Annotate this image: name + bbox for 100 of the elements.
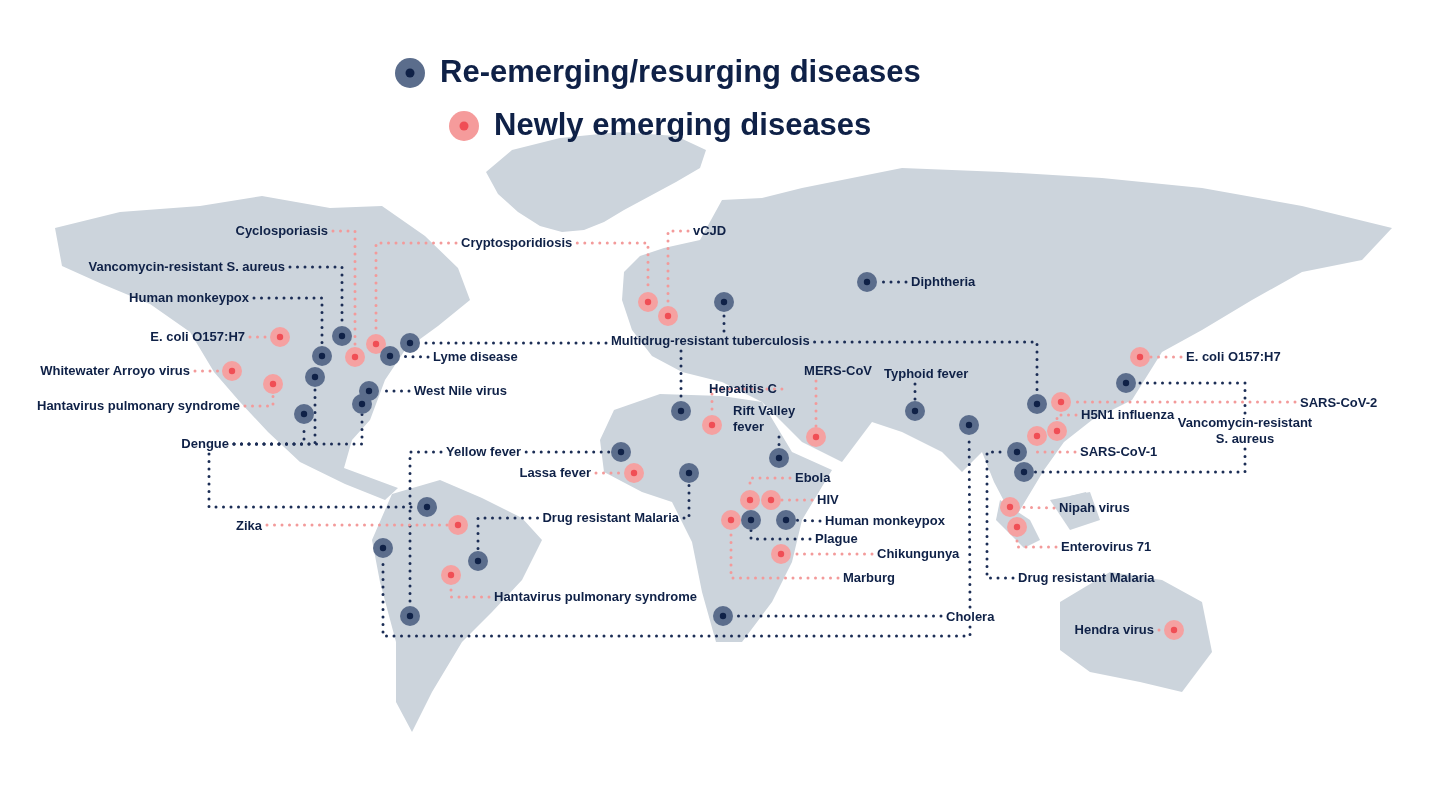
disease-label: SARS-CoV-1 — [1080, 444, 1158, 460]
location-marker — [417, 497, 437, 517]
disease-label: MERS-CoV — [804, 363, 872, 379]
disease-label: Whitewater Arroyo virus — [40, 363, 190, 379]
disease-label: Diphtheria — [911, 274, 976, 290]
location-marker — [702, 415, 722, 435]
leader-line — [749, 528, 812, 541]
disease-label: Rift Valley fever — [733, 403, 809, 435]
leader-line — [476, 516, 539, 553]
location-marker — [380, 346, 400, 366]
location-marker — [959, 415, 979, 435]
location-marker — [1007, 442, 1027, 462]
disease-label: Dengue — [181, 436, 229, 452]
location-marker — [658, 306, 678, 326]
leader-line — [243, 392, 275, 408]
location-marker — [1007, 517, 1027, 537]
disease-label: Hantavirus pulmonary syndrome — [37, 398, 240, 414]
disease-label: Cyclosporiasis — [235, 223, 328, 239]
disease-label: Yellow fever — [446, 444, 522, 460]
location-marker — [1130, 347, 1150, 367]
disease-label: Vancomycin-resistant S. aureus — [88, 259, 285, 275]
disease-label: Typhoid fever — [884, 366, 969, 382]
location-marker — [305, 367, 325, 387]
location-marker — [373, 538, 393, 558]
disease-label: Plague — [815, 531, 858, 547]
legend-text: Newly emerging diseases — [494, 107, 872, 143]
disease-label: E. coli O157:H7 — [1186, 349, 1281, 365]
leader-line — [682, 481, 691, 520]
location-marker — [638, 292, 658, 312]
location-marker — [312, 346, 332, 366]
location-marker — [270, 327, 290, 347]
location-marker — [468, 551, 488, 571]
location-marker — [611, 442, 631, 462]
location-marker — [1164, 620, 1184, 640]
location-marker — [806, 427, 826, 447]
location-marker — [1027, 426, 1047, 446]
location-marker — [740, 490, 760, 510]
disease-label: Lyme disease — [433, 349, 518, 365]
disease-label: Cholera — [946, 609, 995, 625]
disease-label: HIV — [817, 492, 839, 508]
disease-label: Ebola — [795, 470, 831, 486]
disease-label: West Nile virus — [414, 383, 507, 399]
leader-line — [1032, 447, 1247, 474]
leader-line — [779, 498, 814, 502]
location-marker — [713, 606, 733, 626]
disease-label: E. coli O157:H7 — [150, 329, 245, 345]
disease-label: Enterovirus 71 — [1061, 539, 1152, 555]
legend-text: Re-emerging/resurging diseases — [440, 54, 921, 90]
location-marker — [332, 326, 352, 346]
location-marker — [624, 463, 644, 483]
leader-line — [913, 382, 917, 403]
leader-line — [794, 518, 822, 523]
leader-line — [1148, 355, 1183, 359]
leader-line — [265, 523, 450, 527]
location-marker — [771, 544, 791, 564]
disease-label: Marburg — [843, 570, 895, 586]
leader-line — [985, 450, 1015, 580]
disease-label: Hantavirus pulmonary syndrome — [494, 589, 697, 605]
leader-line — [232, 412, 364, 446]
disease-label: Human monkeypox — [825, 513, 945, 529]
location-marker — [776, 510, 796, 530]
location-marker — [345, 347, 365, 367]
location-marker — [400, 606, 420, 626]
location-marker — [441, 565, 461, 585]
location-marker — [671, 401, 691, 421]
location-marker — [400, 333, 420, 353]
location-marker — [448, 515, 468, 535]
location-marker — [679, 463, 699, 483]
disease-label: Zika — [236, 518, 262, 534]
disease-label: H5N1 influenza — [1081, 407, 1175, 423]
location-marker — [714, 292, 734, 312]
disease-label: Nipah virus — [1059, 500, 1130, 516]
disease-label: Cryptosporidiosis — [461, 235, 573, 251]
location-marker — [1051, 392, 1071, 412]
location-marker — [366, 334, 386, 354]
disease-label: Lassa fever — [519, 465, 591, 481]
disease-label: Hepatitis C — [709, 381, 777, 397]
location-marker — [1116, 373, 1136, 393]
disease-label: Multidrug-resistant tuberculosis — [611, 333, 810, 349]
location-marker — [294, 404, 314, 424]
location-marker — [741, 510, 761, 530]
leader-line — [524, 450, 613, 454]
location-marker — [1047, 421, 1067, 441]
location-marker — [857, 272, 877, 292]
disease-label: SARS-CoV-2 — [1300, 395, 1378, 411]
disease-label: vCJD — [693, 223, 727, 239]
location-marker — [761, 490, 781, 510]
disease-label: Chikungunya — [877, 546, 960, 562]
location-marker — [263, 374, 283, 394]
disease-label: Drug resistant Malaria — [542, 510, 679, 526]
location-marker — [1014, 462, 1034, 482]
location-marker — [1027, 394, 1047, 414]
disease-label: Drug resistant Malaria — [1018, 570, 1155, 586]
location-marker — [222, 361, 242, 381]
leader-line — [814, 379, 818, 429]
location-marker — [721, 510, 741, 530]
location-marker — [1000, 497, 1020, 517]
leader-line — [1055, 413, 1078, 423]
location-marker — [359, 381, 379, 401]
disease-label: Hendra virus — [1074, 622, 1154, 638]
